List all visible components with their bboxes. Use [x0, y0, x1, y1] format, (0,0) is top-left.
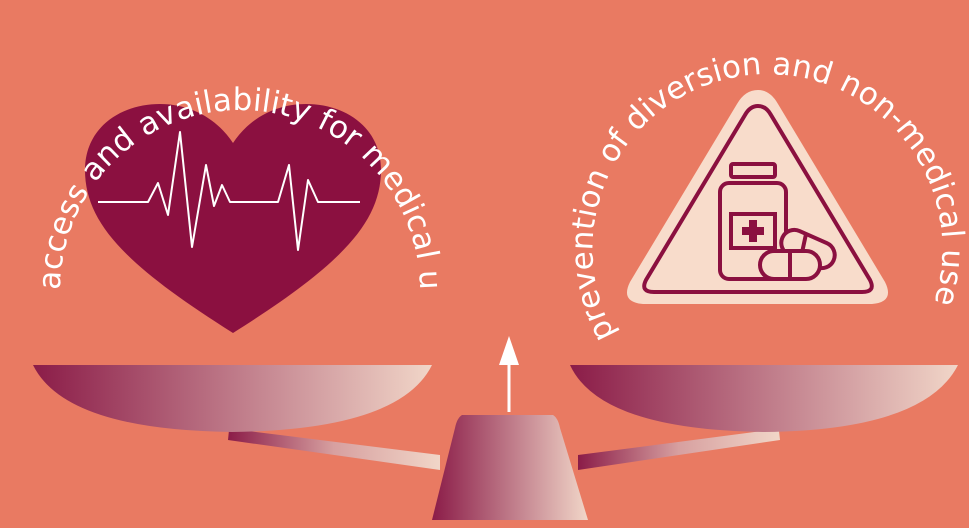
medicine-warning-icon: [626, 90, 889, 304]
arrow-up-icon: [499, 336, 519, 412]
right-pan: [570, 365, 958, 432]
left-pan: [33, 365, 432, 432]
scale-arm: [228, 420, 780, 470]
heart-pulse-icon: [85, 104, 381, 333]
scale-base: [432, 415, 588, 520]
